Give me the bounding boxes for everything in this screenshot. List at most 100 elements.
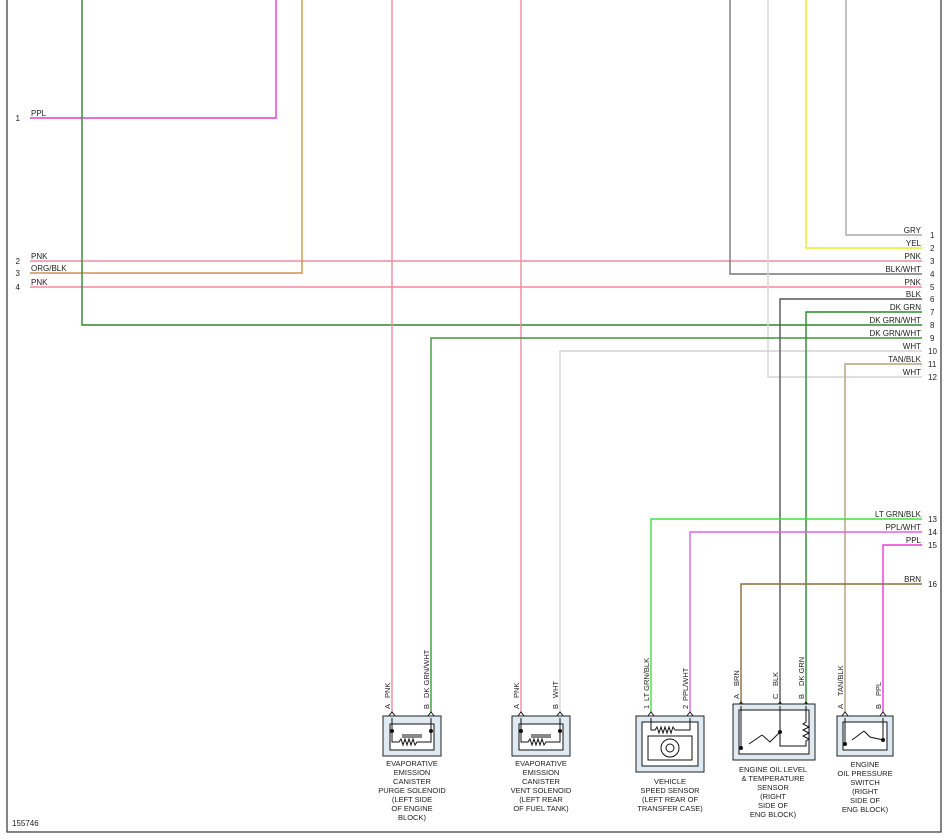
wire-right-16-brn — [740, 583, 922, 712]
purge-label-2: EMISSION — [394, 768, 431, 777]
right-wire-3: PNK — [905, 252, 922, 261]
wire-right-12-wht — [767, 0, 922, 378]
wire-right-2-yel — [805, 0, 922, 249]
oil-pressure-wire-a: TAN/BLK — [836, 665, 845, 696]
right-pin-3: 3 — [930, 257, 935, 266]
purge-label-4: PURGE SOLENOID — [378, 786, 446, 795]
right-pin-6: 6 — [930, 295, 935, 304]
vent-wire-b: WHT — [551, 681, 560, 698]
right-pin-11: 11 — [928, 360, 937, 369]
wire-left-3-orgblk — [30, 0, 303, 274]
vent-label-4: VENT SOLENOID — [511, 786, 572, 795]
right-wire-16: BRN — [904, 575, 921, 584]
vss-terminal-1 — [646, 711, 656, 718]
purge-label-7: BLOCK) — [398, 813, 426, 822]
vss-label-2: SPEED SENSOR — [640, 786, 700, 795]
left-wire-2: PNK — [31, 252, 48, 261]
vent-label-3: CANISTER — [522, 777, 561, 786]
vent-wire-a: PNK — [512, 683, 521, 698]
left-wire-1: PPL — [31, 109, 47, 118]
right-pin-15: 15 — [928, 541, 937, 550]
oil-pressure-label-1: ENGINE — [851, 760, 880, 769]
purge-wire-b: DK GRN/WHT — [422, 649, 431, 698]
wire-right-1-gry — [845, 0, 922, 236]
oil-pressure-label-3: SWITCH — [850, 778, 880, 787]
oil-pressure-wire-b: PPL — [874, 682, 883, 696]
vss-pin-1: 1 — [642, 705, 651, 709]
left-pin-3: 3 — [16, 269, 21, 278]
vss-gear-icon — [660, 738, 680, 758]
left-connector: 1 PPL 2 PNK 3 ORG/BLK 4 PNK — [16, 109, 68, 292]
right-pin-2: 2 — [930, 244, 935, 253]
oil-level-label-3: SENSOR — [757, 783, 789, 792]
purge-terminal-a — [387, 711, 397, 718]
right-connector: GRY 1 YEL 2 PNK 3 BLK/WHT 4 PNK 5 BLK 6 … — [869, 226, 937, 589]
oil-pressure-label-2: OIL PRESSURE — [837, 769, 892, 778]
vent-label-2: EMISSION — [523, 768, 560, 777]
vss-label-4: TRANSFER CASE) — [637, 804, 703, 813]
purge-wire-a: PNK — [383, 683, 392, 698]
right-pin-13: 13 — [928, 515, 937, 524]
oil-level-wire-a: BRN — [732, 670, 741, 686]
purge-pin-b: B — [422, 704, 431, 709]
wire-left-1-ppl — [30, 0, 277, 119]
wire-right-10-vent-b — [559, 350, 922, 712]
vent-terminal-a — [516, 711, 526, 718]
right-pin-5: 5 — [930, 283, 935, 292]
right-wire-11: TAN/BLK — [888, 355, 921, 364]
vehicle-speed-sensor: 1 LT GRN/BLK 2 PPL/WHT VEHICLE SPEED SEN… — [635, 658, 705, 813]
left-pin-4: 4 — [16, 283, 21, 292]
oil-pressure-body — [842, 721, 888, 751]
purge-coil-icon — [391, 718, 432, 747]
diagram-id: 155746 — [12, 819, 39, 828]
vss-terminal-2 — [685, 711, 695, 718]
vent-label-1: EVAPORATIVE — [515, 759, 567, 768]
purge-solenoid: A PNK B DK GRN/WHT EVAPORATIVE EMISSION … — [378, 649, 446, 822]
right-wire-9: DK GRN/WHT — [869, 329, 921, 338]
vss-coil-icon — [650, 718, 691, 735]
purge-core-icon — [402, 734, 422, 738]
vent-solenoid: A PNK B WHT EVAPORATIVE EMISSION CANISTE… — [511, 681, 572, 813]
vss-housing-icon — [647, 735, 693, 761]
purge-label-1: EVAPORATIVE — [386, 759, 438, 768]
purge-terminal-b — [426, 711, 436, 718]
oil-pressure-switch-icon — [844, 718, 884, 744]
right-wire-10: WHT — [903, 342, 921, 351]
oil-level-body — [738, 709, 810, 755]
purge-pin-a: A — [383, 704, 392, 709]
vent-pin-b: B — [551, 704, 560, 709]
vss-label-3: (LEFT REAR OF — [642, 795, 699, 804]
oil-level-pin-c: C — [771, 693, 780, 699]
wire-dkgrn-8 — [81, 0, 922, 326]
right-pin-12: 12 — [928, 373, 937, 382]
oil-level-pin-a: A — [732, 694, 741, 699]
right-wire-8: DK GRN/WHT — [869, 316, 921, 325]
purge-label-5: (LEFT SIDE — [392, 795, 432, 804]
right-wire-2: YEL — [906, 239, 922, 248]
wire-right-6-blk — [779, 298, 922, 712]
right-wire-7: DK GRN — [890, 303, 921, 312]
right-pin-7: 7 — [930, 308, 935, 317]
wires — [30, 0, 922, 712]
oil-pressure-terminal-a — [840, 711, 850, 718]
oil-level-label-2: & TEMPERATURE — [741, 774, 804, 783]
vss-pin-2: 2 — [681, 705, 690, 709]
wire-right-9-purge-b — [430, 337, 922, 712]
vss-gear-hub-icon — [665, 743, 675, 753]
left-pin-2: 2 — [16, 257, 21, 266]
oil-level-label-4: (RIGHT — [760, 792, 786, 801]
left-pin-1: 1 — [16, 114, 21, 123]
oil-level-label-5: SIDE OF — [758, 801, 788, 810]
oil-pressure-label-6: ENG BLOCK) — [842, 805, 889, 814]
wire-right-7-dkgrn — [805, 311, 922, 712]
oil-pressure-label-4: (RIGHT — [852, 787, 878, 796]
oil-level-wire-c: BLK — [771, 672, 780, 686]
oil-pressure-pin-a: A — [836, 704, 845, 709]
right-pin-10: 10 — [928, 347, 937, 356]
vent-core-icon — [531, 734, 551, 738]
vss-wire-1: LT GRN/BLK — [642, 658, 651, 701]
vent-label-6: OF FUEL TANK) — [513, 804, 569, 813]
oil-level-thermistor-icon — [779, 706, 811, 747]
purge-label-6: OF ENGINE — [391, 804, 432, 813]
wire-right-14-pplwht — [689, 531, 922, 712]
